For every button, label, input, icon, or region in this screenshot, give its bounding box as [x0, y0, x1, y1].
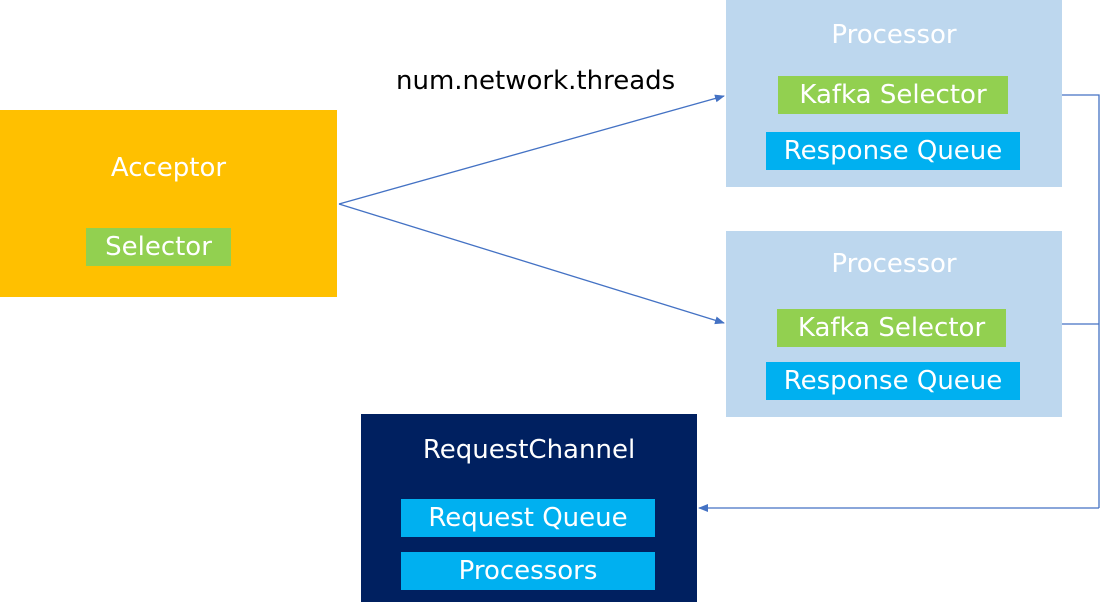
arrow-acceptor-to-processor-1 [338, 94, 725, 205]
request-channel-box: RequestChannel Request Queue Processors [361, 414, 697, 602]
processor-1-response-queue: Response Queue [766, 132, 1020, 170]
request-channel-processors: Processors [401, 552, 655, 590]
request-channel-title: RequestChannel [422, 435, 636, 465]
acceptor-selector: Selector [86, 228, 231, 266]
connector-processor-1-to-bus [1062, 94, 1100, 508]
processor-box-2: Processor Kafka Selector Response Queue [726, 231, 1062, 417]
processor-2-title: Processor [831, 249, 957, 279]
processor-1-kafka-selector: Kafka Selector [778, 76, 1008, 114]
request-queue: Request Queue [401, 499, 655, 537]
processor-1-title: Processor [831, 20, 957, 50]
arrow-acceptor-to-processor-2 [338, 203, 725, 325]
edge-label-network-threads: num.network.threads [396, 66, 676, 96]
processor-2-response-queue: Response Queue [766, 362, 1020, 400]
processor-box-1: Processor Kafka Selector Response Queue [726, 0, 1062, 187]
acceptor-box: Acceptor Selector [0, 110, 337, 297]
processor-2-kafka-selector: Kafka Selector [777, 309, 1006, 347]
acceptor-title: Acceptor [110, 153, 227, 183]
